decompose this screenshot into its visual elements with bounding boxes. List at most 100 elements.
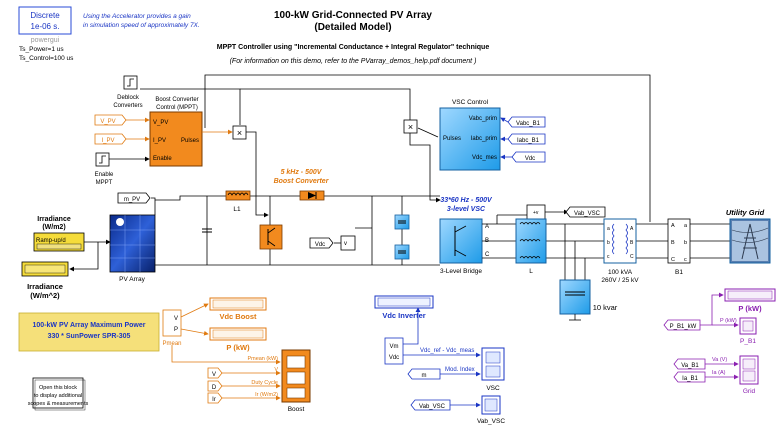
- vm-vdc-demux[interactable]: Vm Vdc: [384, 337, 404, 365]
- l-filter-label: L: [529, 268, 533, 275]
- svg-text:Iabc_prim: Iabc_prim: [471, 136, 497, 142]
- p-kw-right-label: P (kW): [738, 304, 762, 313]
- grid-port-va: Va (V): [712, 357, 727, 363]
- svg-text:C: C: [485, 252, 490, 258]
- svg-text:V: V: [212, 372, 216, 378]
- boost-scope-label: Boost: [288, 406, 305, 413]
- svg-text:A: A: [485, 224, 489, 230]
- svg-text:b: b: [684, 240, 687, 246]
- accelerator-note-1: Using the Accelerator provides a gain: [83, 13, 191, 20]
- p-b1-scope[interactable]: [739, 317, 757, 335]
- boost-diode[interactable]: [299, 190, 325, 201]
- boost-control-block[interactable]: V_PV I_PV Enable Pulses: [149, 111, 203, 167]
- p-kw-display[interactable]: [209, 327, 267, 341]
- svg-text:V: V: [174, 316, 178, 322]
- enable-mppt-label-2: MPPT: [96, 180, 113, 186]
- dc-link-cap-top[interactable]: [394, 214, 410, 230]
- vdc-measurement[interactable]: v: [340, 235, 356, 251]
- svg-text:×: ×: [408, 122, 413, 132]
- svg-text:A: A: [630, 226, 634, 232]
- vab-vsc-goto-tag[interactable]: Vab_VSC: [565, 206, 606, 218]
- svg-text:a: a: [684, 223, 688, 229]
- grid-port-ia: Ia (A): [712, 370, 726, 376]
- vdc-boost-display[interactable]: [209, 297, 267, 311]
- dc-link-cap-bottom[interactable]: [394, 244, 410, 260]
- title-line-1: 100-kW Grid-Connected PV Array: [274, 10, 432, 21]
- svg-text:+v: +v: [533, 210, 539, 216]
- utility-grid-label: Utility Grid: [726, 208, 765, 217]
- svg-text:C: C: [671, 257, 675, 263]
- svg-text:V_PV: V_PV: [100, 119, 115, 125]
- svg-text:m: m: [422, 373, 427, 379]
- cap-bank-label: 10 kvar: [593, 303, 618, 312]
- boost-port-v: V: [274, 367, 278, 373]
- svg-text:Vabc_prim: Vabc_prim: [469, 116, 497, 122]
- va-b1-from-tag[interactable]: Va_B1: [673, 358, 706, 370]
- capacitor-bank[interactable]: [559, 279, 591, 321]
- powergui-block[interactable]: Discrete 1e-06 s. powergui: [18, 6, 72, 44]
- svg-text:a: a: [607, 226, 610, 232]
- iabc-b1-from-tag[interactable]: Iabc_B1: [507, 133, 546, 145]
- l-filter-block[interactable]: [515, 218, 547, 264]
- vab-vsc-scope[interactable]: [481, 395, 501, 415]
- vsc-control-block[interactable]: Pulses Vabc_prim Iabc_prim Vdc_mes: [439, 107, 501, 171]
- utility-grid-icon[interactable]: [729, 218, 771, 264]
- boost-scope[interactable]: [281, 349, 311, 403]
- svg-text:B: B: [671, 240, 675, 246]
- deblock-step-block[interactable]: [123, 75, 138, 90]
- vdc-goto-tag[interactable]: Vdc: [309, 237, 334, 249]
- boost-d-tag[interactable]: D: [207, 380, 223, 392]
- v-pv-from-tag[interactable]: V_PV: [94, 114, 127, 126]
- irradiance-in-label-2: (W/m2): [42, 224, 65, 231]
- three-level-bridge[interactable]: ABC: [439, 218, 490, 264]
- open-measurements-block[interactable]: Open this block to display additional sc…: [28, 377, 89, 411]
- title-line-2: (Detailed Model): [314, 22, 391, 33]
- boost-igbt[interactable]: [259, 224, 283, 250]
- vab-vsc-from-tag[interactable]: Vab_VSC: [410, 399, 451, 411]
- l1-inductor[interactable]: [225, 190, 251, 201]
- svg-text:Vab_VSC: Vab_VSC: [419, 404, 446, 410]
- svg-text:Pulses: Pulses: [443, 136, 461, 142]
- pv-array-block[interactable]: [109, 214, 156, 273]
- vdc-inverter-display[interactable]: [374, 295, 434, 309]
- m-pv-goto-tag[interactable]: m_PV: [117, 192, 151, 204]
- vdc-from-tag[interactable]: Vdc: [511, 151, 546, 163]
- i-pv-from-tag[interactable]: I_PV: [94, 133, 127, 145]
- vabc-b1-from-tag[interactable]: Vabc_B1: [507, 116, 546, 128]
- svg-text:Va_B1: Va_B1: [681, 363, 699, 369]
- svg-text:c: c: [607, 254, 610, 260]
- boost-ctrl-title-2: Control (MPPT): [156, 105, 198, 111]
- vsc-scope-label: VSC: [486, 385, 500, 392]
- m-from-tag[interactable]: m: [407, 368, 441, 380]
- svg-text:330 * SunPower SPR-305: 330 * SunPower SPR-305: [48, 333, 131, 340]
- irradiance-display[interactable]: [21, 261, 69, 277]
- ia-b1-from-tag[interactable]: Ia_B1: [673, 371, 706, 383]
- svg-text:Vdc: Vdc: [315, 242, 325, 248]
- svg-text:Vab_VSC: Vab_VSC: [574, 211, 601, 217]
- pv-capacitor[interactable]: [202, 228, 212, 233]
- vsc-control-title: VSC Control: [452, 99, 489, 106]
- boost-pulse-multiplier[interactable]: ×: [232, 125, 247, 140]
- boost-ir-tag[interactable]: Ir: [207, 392, 223, 404]
- vsc-pulse-multiplier[interactable]: ×: [403, 119, 418, 134]
- vsc-scope[interactable]: [481, 347, 505, 381]
- svg-text:scopes & measurements: scopes & measurements: [28, 401, 89, 407]
- p-b1-kw-from-tag[interactable]: P_B1_kW: [663, 319, 701, 331]
- mod-index-label: Mod. Index: [445, 367, 475, 373]
- enable-mppt-step-block[interactable]: [95, 152, 110, 167]
- vab-vsc-measurement[interactable]: +v: [526, 204, 546, 220]
- transformer-block[interactable]: abc ABC: [603, 218, 637, 264]
- grid-scope[interactable]: [739, 355, 759, 385]
- svg-text:C: C: [630, 254, 634, 260]
- powergui-name: powergui: [31, 37, 60, 44]
- boost-v-tag[interactable]: V: [207, 367, 223, 379]
- svg-text:P_B1_kW: P_B1_kW: [670, 324, 697, 330]
- p-kw-right-display[interactable]: [724, 288, 776, 302]
- svg-text:Iabc_B1: Iabc_B1: [517, 138, 540, 144]
- pv-array-label: PV Array: [119, 276, 145, 283]
- irradiance-ramp-block[interactable]: Ramp-up/d: [33, 232, 85, 252]
- vp-demux-block[interactable]: V P: [162, 309, 182, 337]
- svg-text:c: c: [684, 257, 687, 263]
- vsc-label-2: 3-level VSC: [447, 206, 486, 213]
